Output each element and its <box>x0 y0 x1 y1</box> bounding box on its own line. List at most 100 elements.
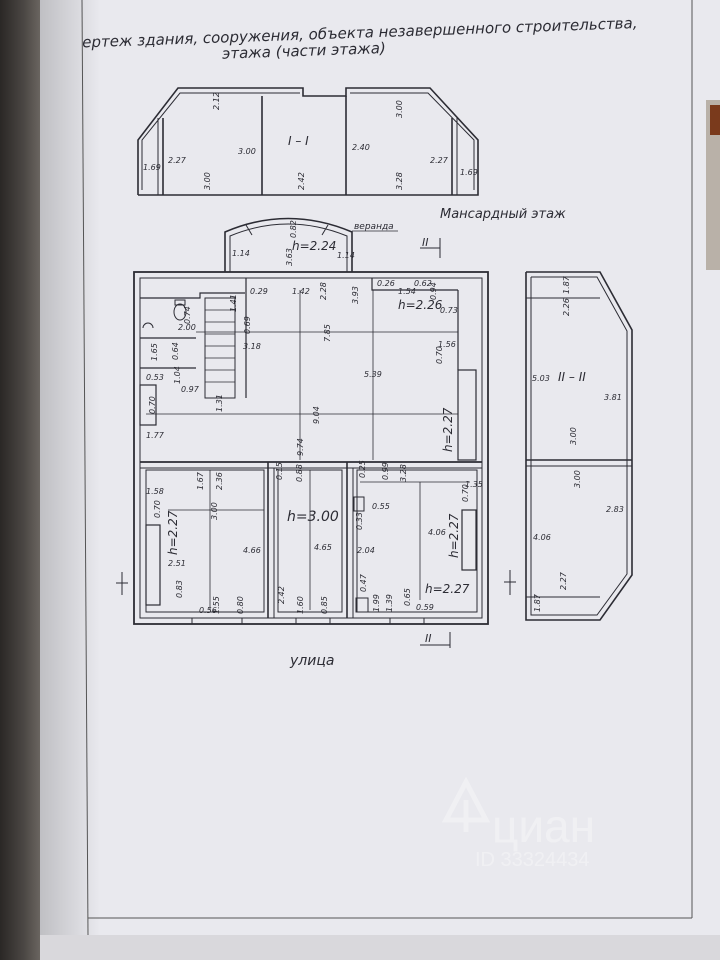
dim-label: 3.28 <box>399 464 408 482</box>
dim-label: 0.47 <box>359 573 368 592</box>
dim-label: 0.25 <box>358 460 367 478</box>
dim-label: 9.04 <box>312 406 321 424</box>
section-1-outline <box>137 87 479 196</box>
dim-label: 4.06 <box>533 533 551 542</box>
dim-label: 1.39 <box>385 594 394 612</box>
dim-label: 4.06 <box>428 528 446 537</box>
veranda-outline <box>224 217 353 272</box>
section-1-label: I – I <box>288 134 309 148</box>
dim-label: 1.67 <box>196 471 205 490</box>
dim-label: 2.42 <box>297 172 306 190</box>
dim-label: 3.00 <box>203 172 212 190</box>
dim-label: 0.88 <box>295 464 304 482</box>
dim-label: 0.73 <box>440 306 458 315</box>
dim-label: 0.59 <box>416 603 434 612</box>
dim-label: 0.53 <box>146 373 164 382</box>
background-object <box>706 100 720 270</box>
dim-label: 9.74 <box>296 438 305 456</box>
dim-label: 1.54 <box>398 287 416 296</box>
dim-label: 0.70 <box>148 396 157 414</box>
hall-height-2: h=2.27 <box>441 407 455 452</box>
dim-label: 3.00 <box>569 427 578 445</box>
dim-label: 0.56 <box>199 606 217 615</box>
rooms-dimensions: 1.67 2.36 0.15 0.88 0.25 0.99 3.28 1.35 … <box>146 460 483 615</box>
dim-label: 2.00 <box>178 323 196 332</box>
dim-label: 2.42 <box>277 586 286 604</box>
document-sheet <box>40 0 720 960</box>
dim-label: 0.55 <box>372 502 390 511</box>
dim-label: 0.62 <box>414 279 432 288</box>
section-2-dimensions: 1.87 2.26 5.03 3.81 3.00 3.00 2.83 4.06 … <box>532 275 624 612</box>
dim-label: 5.03 <box>532 374 550 383</box>
dim-label: 3.63 <box>285 248 294 266</box>
dim-label: 0.74 <box>183 306 192 324</box>
dim-label: 2.27 <box>559 571 568 590</box>
dim-label: 0.29 <box>250 287 268 296</box>
dimension-lines <box>146 290 470 610</box>
dim-label: 2.04 <box>357 546 375 555</box>
right-room-height: h=2.27 <box>447 513 461 558</box>
street-label: улица <box>289 653 334 669</box>
dim-label: 1.65 <box>150 343 159 361</box>
dim-label: 0.70 <box>153 500 162 518</box>
dim-label: 1.42 <box>292 287 310 296</box>
cian-watermark: циан ID 33324434 <box>441 776 595 871</box>
dim-label: 0.26 <box>377 279 395 288</box>
hall-height: h=2.26 <box>398 298 443 312</box>
dim-label: 1.69 <box>143 163 161 172</box>
dim-label: 2.26 <box>562 298 571 316</box>
veranda-height: h=2.24 <box>292 239 336 253</box>
floor-name-label: Мансардный этаж <box>440 207 566 222</box>
dim-label: 0.15 <box>275 462 284 480</box>
hall-dimensions: 0.29 0.69 1.42 2.28 3.93 0.26 1.54 0.62 … <box>146 279 458 456</box>
dim-label: 1.99 <box>372 594 381 612</box>
cian-logo-icon <box>441 776 491 832</box>
page-shadow <box>40 0 100 960</box>
dim-label: 1.56 <box>438 340 456 349</box>
dim-label: 1.31 <box>215 394 224 412</box>
mid-room-height: h=3.00 <box>287 509 339 525</box>
dim-label: 3.18 <box>243 342 261 351</box>
dim-label: 1.55 <box>212 596 221 614</box>
dim-label: 2.51 <box>168 559 186 568</box>
dim-label: 1.60 <box>296 596 305 614</box>
watermark-brand: циан <box>492 800 595 852</box>
dim-label: 4.65 <box>314 543 332 552</box>
section-2-outline <box>525 271 633 621</box>
section-cut-markers <box>116 570 516 648</box>
dim-label: 0.33 <box>355 512 364 530</box>
dim-label: 1.69 <box>460 168 478 177</box>
dim-label: 1.14 <box>337 251 355 260</box>
section-mark-top: II <box>422 236 429 249</box>
section-1-dimensions: 2.12 3.00 2.40 1.69 2.27 3.00 2.42 3.00 … <box>143 92 478 190</box>
dim-label: 3.93 <box>351 286 360 304</box>
dim-label: 0.94 <box>429 282 438 300</box>
dim-label: 2.36 <box>215 472 224 490</box>
dim-label: 0.65 <box>403 588 412 606</box>
dim-label: 0.80 <box>236 596 245 614</box>
dim-label: 0.85 <box>320 596 329 614</box>
dim-label: 2.28 <box>319 282 328 300</box>
dim-label: 1.87 <box>533 593 542 612</box>
background-object-detail <box>710 105 720 135</box>
dim-label: 3.00 <box>395 100 404 118</box>
dim-label: 1.14 <box>232 249 250 258</box>
dim-label: 1.41 <box>229 294 238 312</box>
sink-icon <box>142 322 154 329</box>
header-line-2: этажа (части этажа) <box>222 39 386 63</box>
left-room-height: h=2.27 <box>166 510 180 555</box>
dim-label: 1.04 <box>173 366 182 384</box>
book-binding <box>0 0 40 960</box>
main-plan-outline <box>133 271 489 625</box>
dim-label: 7.85 <box>323 324 332 342</box>
dim-label: 1.58 <box>146 487 164 496</box>
dim-label: 3.28 <box>395 172 404 190</box>
dim-label: 3.00 <box>210 502 219 520</box>
dim-label: 0.97 <box>181 385 200 394</box>
frame-left-line <box>81 0 89 936</box>
dim-label: 3.00 <box>238 147 256 156</box>
right-room-height-2: h=2.27 <box>425 582 470 596</box>
dim-label: 3.81 <box>604 393 622 402</box>
watermark-id: ID 33324434 <box>475 849 590 871</box>
